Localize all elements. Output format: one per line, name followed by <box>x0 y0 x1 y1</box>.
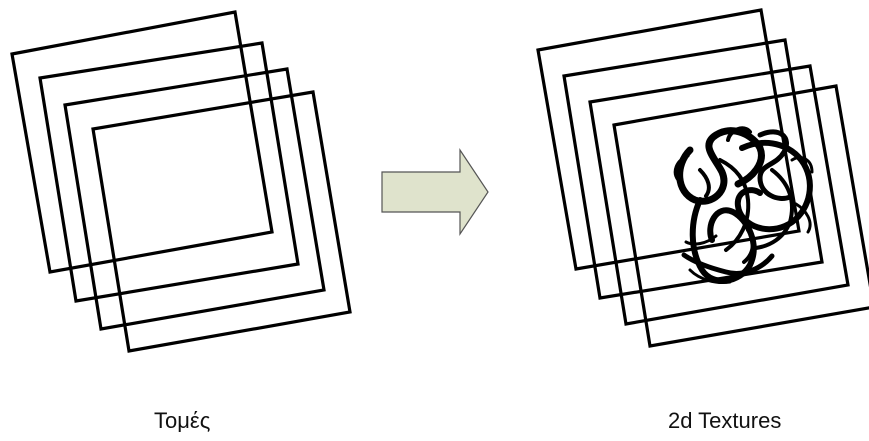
slice-stack-left <box>12 12 350 351</box>
slice-frame-2 <box>40 43 298 301</box>
textures-caption: 2d Textures <box>668 408 781 434</box>
slices-caption: Τομές <box>154 408 210 434</box>
texture-scribble-image <box>675 128 812 282</box>
slice-stack-right <box>538 10 869 346</box>
right-arrow <box>382 150 488 234</box>
